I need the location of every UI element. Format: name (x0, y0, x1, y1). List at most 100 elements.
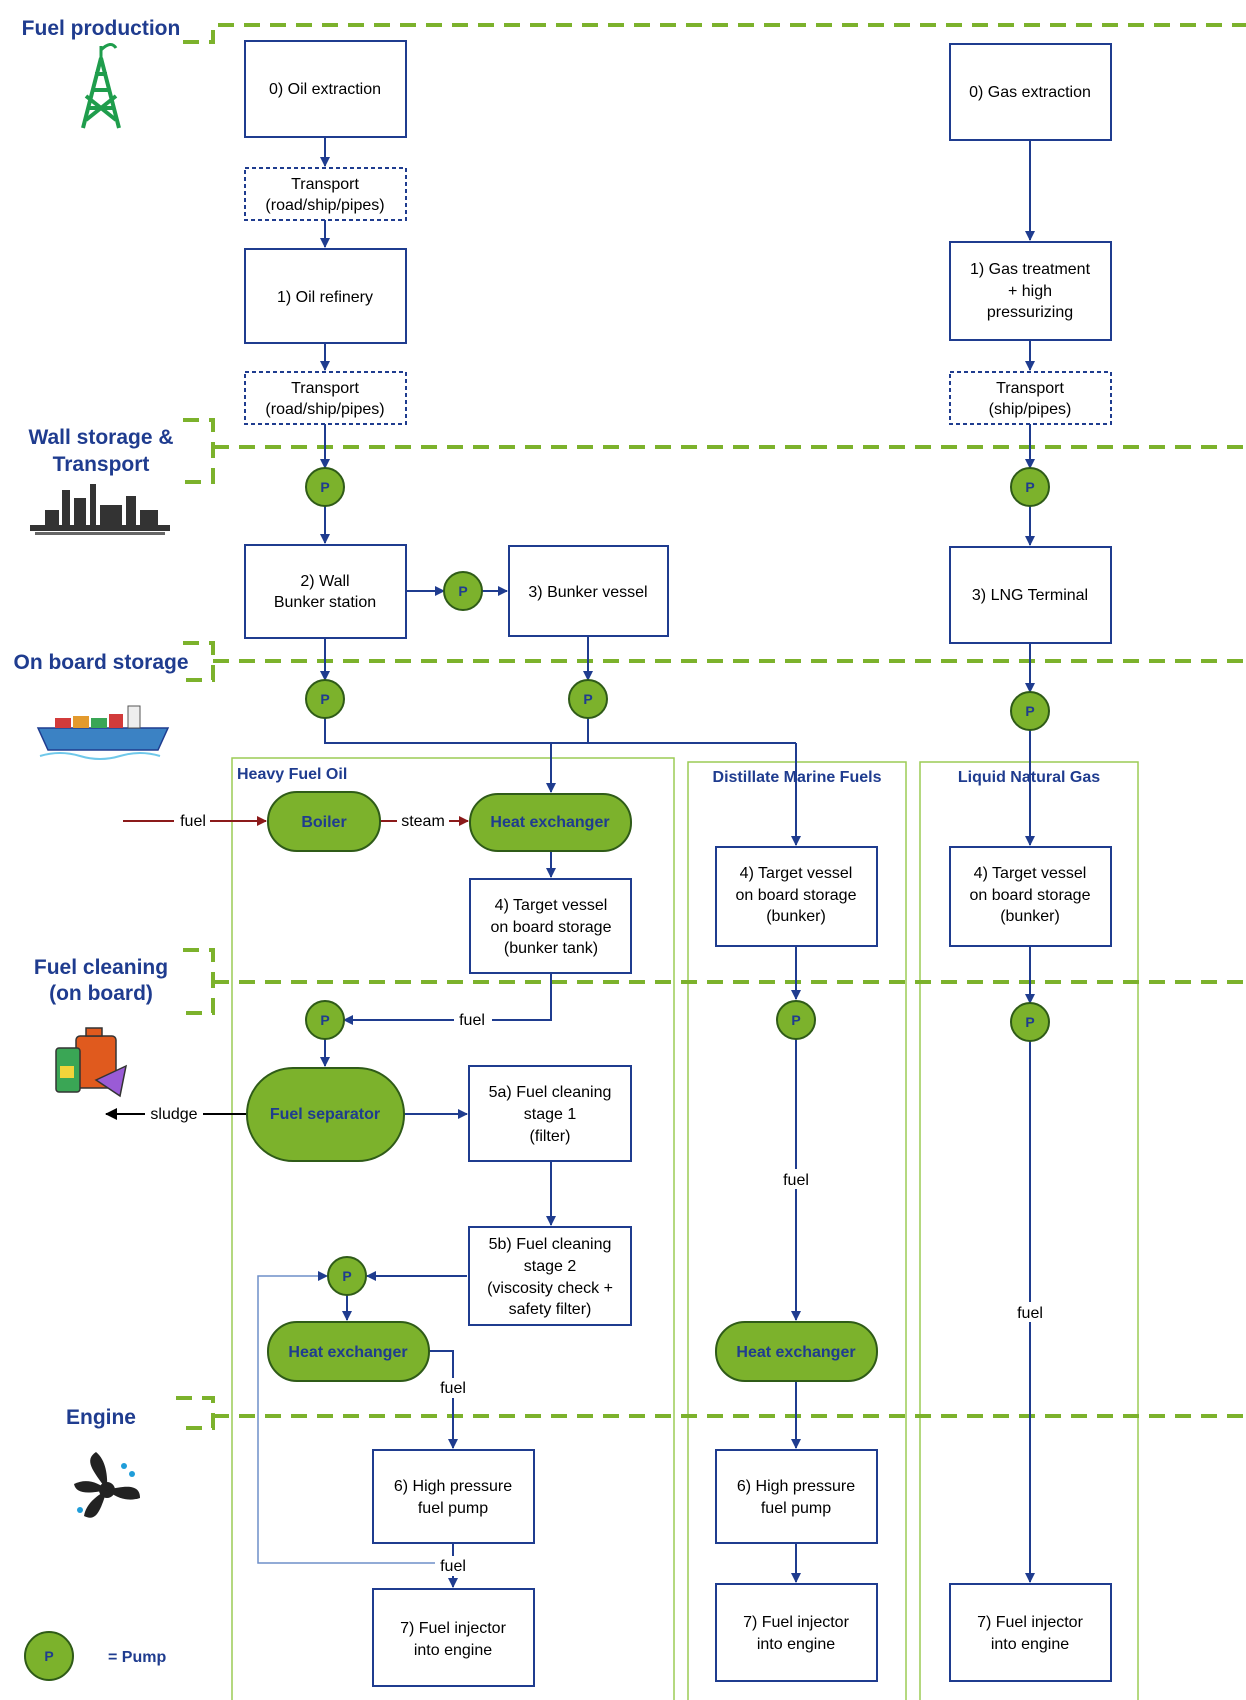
pump-2: P (443, 571, 483, 611)
label-wall-bunker-2: Bunker station (274, 594, 376, 611)
label-target-lng-2: on board storage (970, 887, 1091, 904)
separator-wall-storage (183, 418, 1246, 484)
label-target-lng-1: 4) Target vessel (974, 865, 1087, 882)
box-injector-hfo (372, 1588, 535, 1687)
label-hpp-dmf-2: fuel pump (761, 1500, 831, 1517)
flow-label-fuel-a: fuel (459, 1012, 485, 1029)
label-hpp-hfo-2: fuel pump (418, 1500, 488, 1517)
label-oil-extraction: 0) Oil extraction (269, 81, 381, 98)
label-target-dmf-1: 4) Target vessel (740, 865, 853, 882)
phase-wall-storage-line2: Transport (53, 453, 150, 476)
process-heat-exchanger-3 (715, 1321, 878, 1382)
label-hpp-hfo-1: 6) High pressure (394, 1478, 512, 1495)
fuel-can-icon (55, 1027, 128, 1098)
pump-legend-text: = Pump (108, 1649, 166, 1666)
label-target-hfo-3: (bunker tank) (504, 940, 598, 957)
box-hpp-dmf (715, 1449, 878, 1544)
label-target-dmf-2: on board storage (736, 887, 857, 904)
separator-engine (176, 1396, 1246, 1430)
ship-icon (36, 705, 170, 760)
label-transport-2a: Transport (291, 380, 359, 397)
box-gas-extraction (949, 43, 1112, 141)
label-fuel-sep: Fuel separator (270, 1106, 380, 1123)
box-oil-extraction (244, 40, 407, 138)
label-gas-treat-3: pressurizing (987, 304, 1073, 321)
label-hpp-dmf-1: 6) High pressure (737, 1478, 855, 1495)
box-transport-1 (244, 167, 407, 221)
box-transport-2 (244, 371, 407, 425)
pump-1: P (305, 467, 345, 507)
box-fuel-cleaning-2 (468, 1226, 632, 1326)
box-injector-lng (949, 1583, 1112, 1682)
label-bunker-vessel: 3) Bunker vessel (528, 584, 647, 601)
flow-label-fuel-lng: fuel (1017, 1305, 1043, 1322)
pump-legend-symbol: P (24, 1631, 74, 1681)
label-inj-dmf-2: into engine (757, 1636, 835, 1653)
label-clean1-1: 5a) Fuel cleaning (489, 1084, 612, 1101)
label-heat-ex-2: Heat exchanger (288, 1344, 407, 1361)
pump-4: P (568, 679, 608, 719)
process-heat-exchanger-2 (267, 1321, 430, 1382)
label-inj-hfo-1: 7) Fuel injector (400, 1620, 506, 1637)
label-transport-1b: (road/ship/pipes) (265, 197, 384, 214)
flow-label-fuel-dmf: fuel (783, 1172, 809, 1189)
connector-pump3-down (324, 718, 796, 744)
label-clean1-3: (filter) (530, 1128, 571, 1145)
label-gas-treat-1: 1) Gas treatment (970, 261, 1091, 278)
phase-fuel-cleaning-line1: Fuel cleaning (34, 956, 168, 979)
box-lng-terminal (949, 546, 1112, 644)
pump-6: P (327, 1256, 367, 1296)
return-line-hpp-to-pump6 (257, 1271, 453, 1564)
flow-label-steam: steam (401, 813, 445, 830)
label-target-dmf-3: (bunker) (766, 908, 826, 925)
phase-engine: Engine (66, 1406, 136, 1429)
svg-text:P: P (791, 1012, 800, 1028)
label-target-hfo-1: 4) Target vessel (495, 897, 608, 914)
separator-fuel-production (183, 23, 1246, 44)
label-heat-ex-3: Heat exchanger (736, 1344, 855, 1361)
label-transport-1a: Transport (291, 176, 359, 193)
label-target-lng-3: (bunker) (1000, 908, 1060, 925)
flow-label-sludge: sludge (150, 1106, 197, 1123)
label-transport-3b: (ship/pipes) (989, 401, 1072, 418)
svg-text:P: P (320, 1012, 329, 1028)
label-heat-ex-1: Heat exchanger (490, 814, 609, 831)
box-oil-refinery (244, 248, 407, 344)
process-heat-exchanger-1 (469, 793, 632, 852)
oil-derrick-icon (81, 43, 121, 129)
label-boiler: Boiler (301, 814, 346, 831)
box-transport-3 (949, 371, 1112, 425)
svg-text:P: P (342, 1268, 351, 1284)
label-transport-2b: (road/ship/pipes) (265, 401, 384, 418)
flow-label-fuel-in: fuel (180, 813, 206, 830)
label-clean2-4: safety filter) (509, 1301, 592, 1318)
label-inj-hfo-2: into engine (414, 1642, 492, 1659)
label-inj-dmf-1: 7) Fuel injector (743, 1614, 849, 1631)
lane-title-dmf: Distillate Marine Fuels (713, 769, 882, 786)
box-target-lng (949, 846, 1112, 947)
arrow-target-hfo-to-pump5 (343, 973, 552, 1025)
label-inj-lng-1: 7) Fuel injector (977, 1614, 1083, 1631)
arrow-heatex2-to-hpp-hfo (429, 1350, 458, 1449)
refinery-icon (30, 484, 170, 535)
box-gas-treatment (949, 241, 1112, 341)
svg-text:P: P (1025, 1014, 1034, 1030)
separator-on-board-storage (183, 641, 1246, 682)
propeller-icon (74, 1452, 140, 1518)
label-clean2-2: stage 2 (524, 1258, 577, 1275)
process-boiler (267, 791, 381, 852)
box-hpp-hfo (372, 1449, 535, 1544)
phase-fuel-production: Fuel production (22, 17, 181, 40)
pump-3: P (305, 679, 345, 719)
process-fuel-separator (246, 1067, 405, 1162)
box-fuel-cleaning-1 (468, 1065, 632, 1162)
label-lng-terminal: 3) LNG Terminal (972, 587, 1088, 604)
svg-text:P: P (1025, 479, 1034, 495)
pump-8: P (1010, 467, 1050, 507)
label-oil-refinery: 1) Oil refinery (277, 289, 373, 306)
label-inj-lng-2: into engine (991, 1636, 1069, 1653)
phase-wall-storage-line1: Wall storage & (28, 426, 173, 449)
pump-5: P (305, 1000, 345, 1040)
svg-text:P: P (583, 691, 592, 707)
